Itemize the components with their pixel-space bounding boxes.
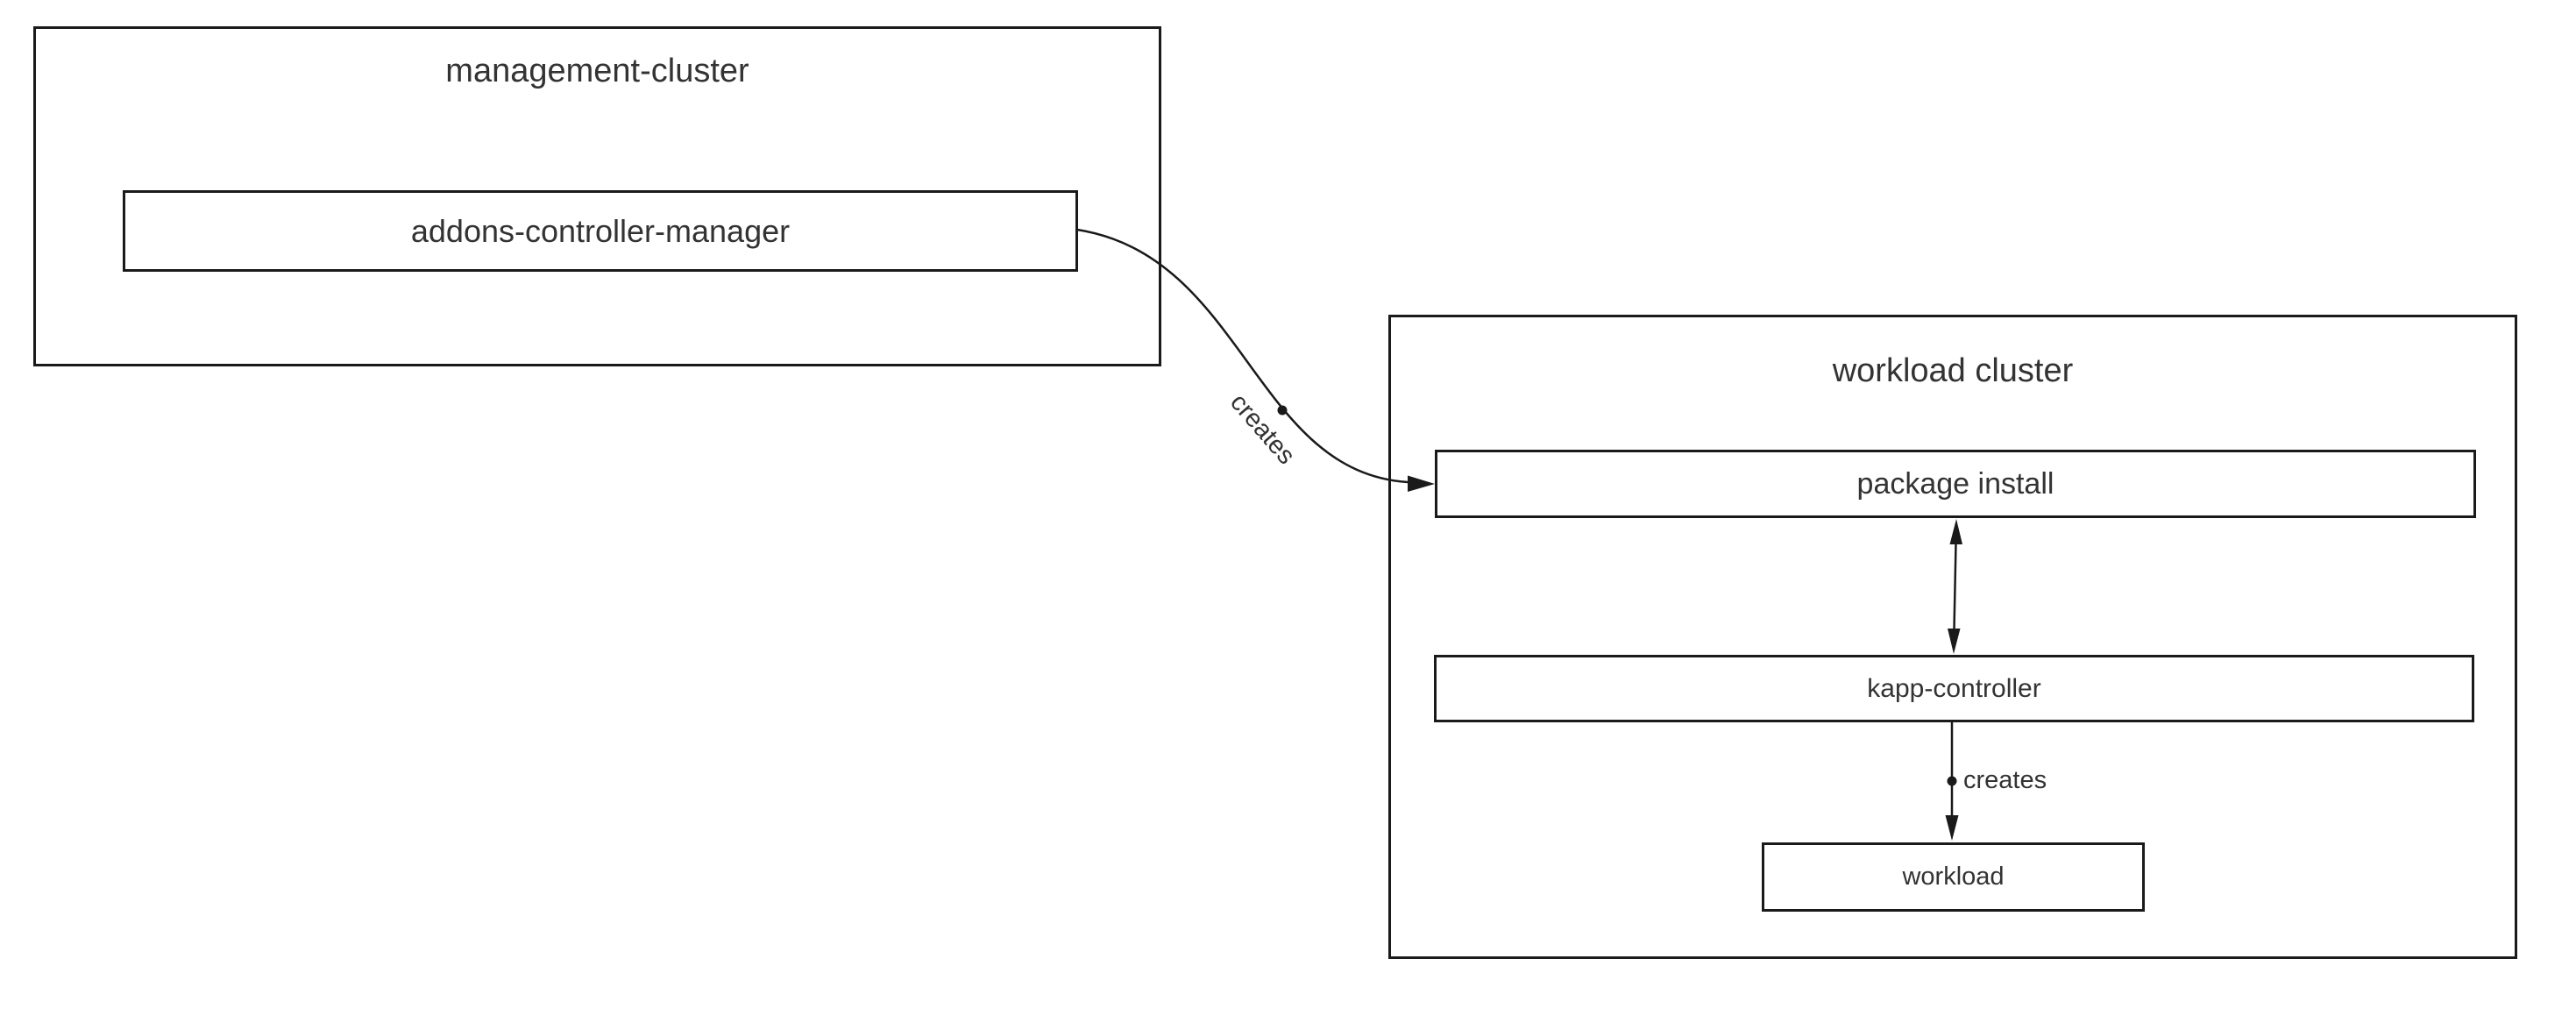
node-workload: workload — [1762, 842, 2145, 912]
management-cluster-title: management-cluster — [445, 53, 749, 89]
node-package-install: package install — [1435, 450, 2476, 518]
edge-label-creates: creates — [1224, 388, 1301, 471]
node-kapp-controller: kapp-controller — [1434, 655, 2474, 722]
edge-midpoint-dot — [1277, 405, 1288, 416]
edge-label-creates: creates — [1963, 765, 2047, 794]
node-addons-controller-manager: addons-controller-manager — [123, 190, 1078, 272]
workload-cluster-title: workload cluster — [1832, 352, 2074, 389]
